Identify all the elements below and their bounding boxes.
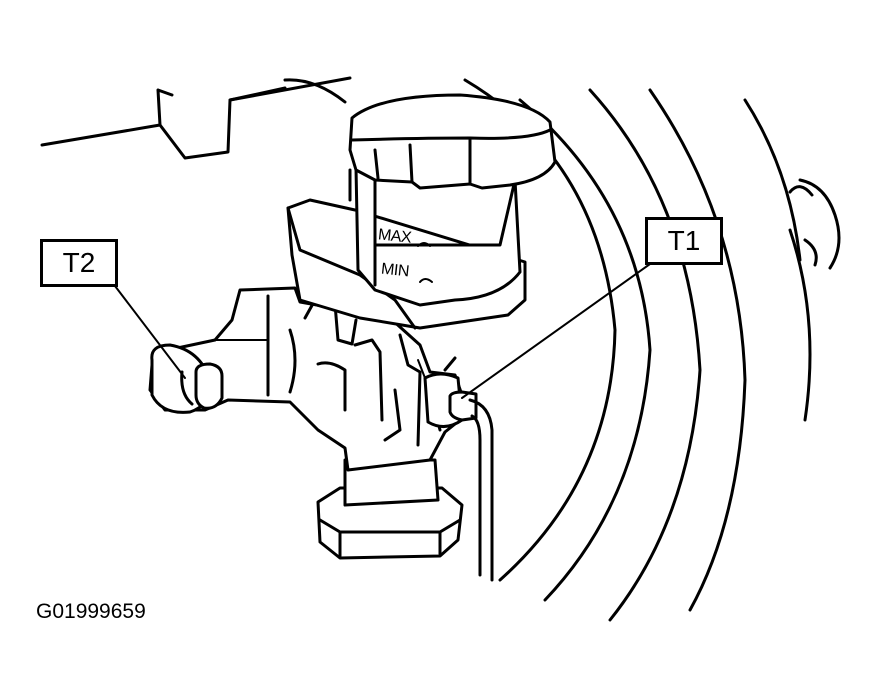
lower-fitting-nut [316,458,464,560]
fluid-reservoir [286,93,557,330]
background-body-lines [40,76,352,160]
t1-leader-line [461,263,651,399]
t2-leader-line [114,285,186,379]
callout-t1: T1 [645,217,723,265]
brake-booster-arcs [463,78,841,622]
figure-id-label: G01999659 [36,600,146,623]
reservoir-max-mark: MAX [377,226,413,247]
callout-t2: T2 [40,239,118,287]
right-outlet-fitting [417,359,494,582]
reservoir-min-mark: MIN [380,260,410,281]
